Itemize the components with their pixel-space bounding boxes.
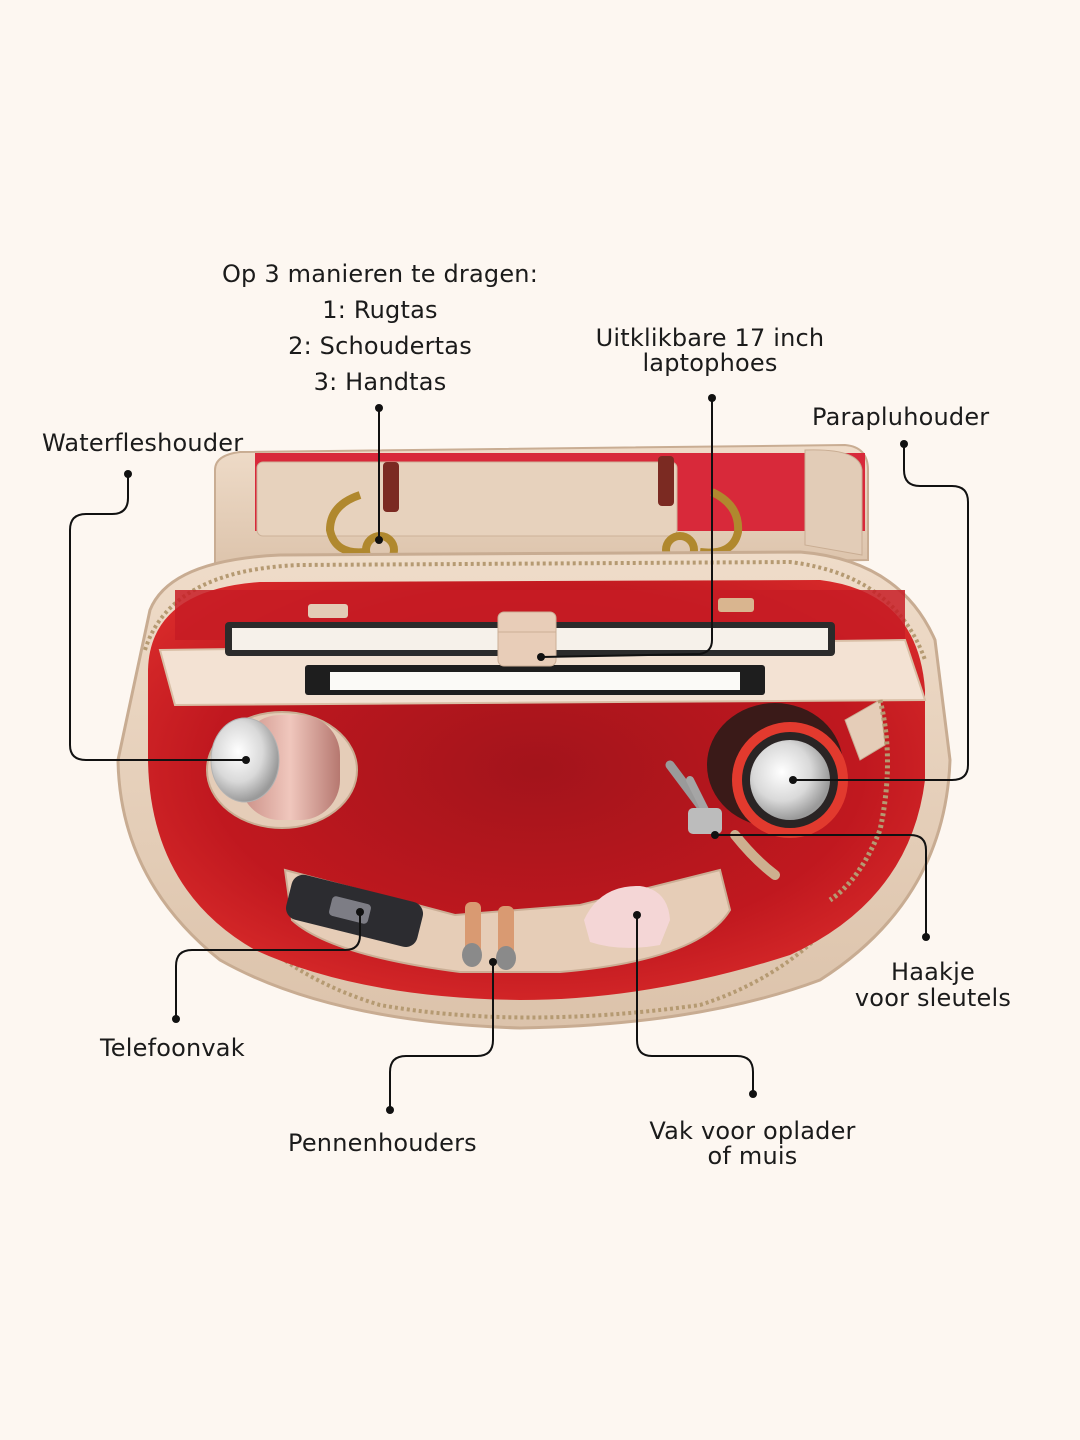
laptop-sleeve bbox=[158, 598, 927, 707]
laptop-label-line2: laptophoes bbox=[642, 349, 778, 377]
phone-pocket-label: Telefoonvak bbox=[100, 1034, 245, 1062]
key-hook-label: Haakje voor sleutels bbox=[838, 959, 1028, 1011]
keys bbox=[665, 760, 780, 880]
water-bottle-holder-label: Waterfleshouder bbox=[42, 429, 244, 457]
charger-label-line2: of muis bbox=[707, 1142, 798, 1170]
laptop-sleeve-label: Uitklikbare 17 inch laptophoes bbox=[575, 326, 845, 376]
charger-label-line1: Vak voor oplader bbox=[649, 1117, 856, 1145]
carry-option-3: 3: Handtas bbox=[313, 368, 447, 396]
umbrella-holder-label: Paraplu­houder bbox=[812, 403, 990, 431]
charger-pocket-label: Vak voor oplader of muis bbox=[630, 1119, 875, 1169]
carry-option-2: 2: Schoudertas bbox=[288, 332, 472, 360]
leader-dots bbox=[124, 394, 930, 1114]
carry-title: Op 3 manieren te dragen: bbox=[221, 260, 539, 288]
carry-options-label: Op 3 manieren te dragen: 1: Rugtas 2: Sc… bbox=[200, 256, 560, 400]
leader-lines bbox=[69, 398, 969, 1110]
pen-holders-label: Pennenhouders bbox=[288, 1129, 477, 1157]
carry-option-1: 1: Rugtas bbox=[322, 296, 438, 324]
key-hook-line1: Haakje bbox=[891, 958, 975, 986]
laptop-label-line1: Uitklikbare 17 inch bbox=[595, 324, 825, 352]
water-bottle bbox=[206, 711, 358, 829]
key-hook-line2: voor sleutels bbox=[854, 984, 1012, 1012]
